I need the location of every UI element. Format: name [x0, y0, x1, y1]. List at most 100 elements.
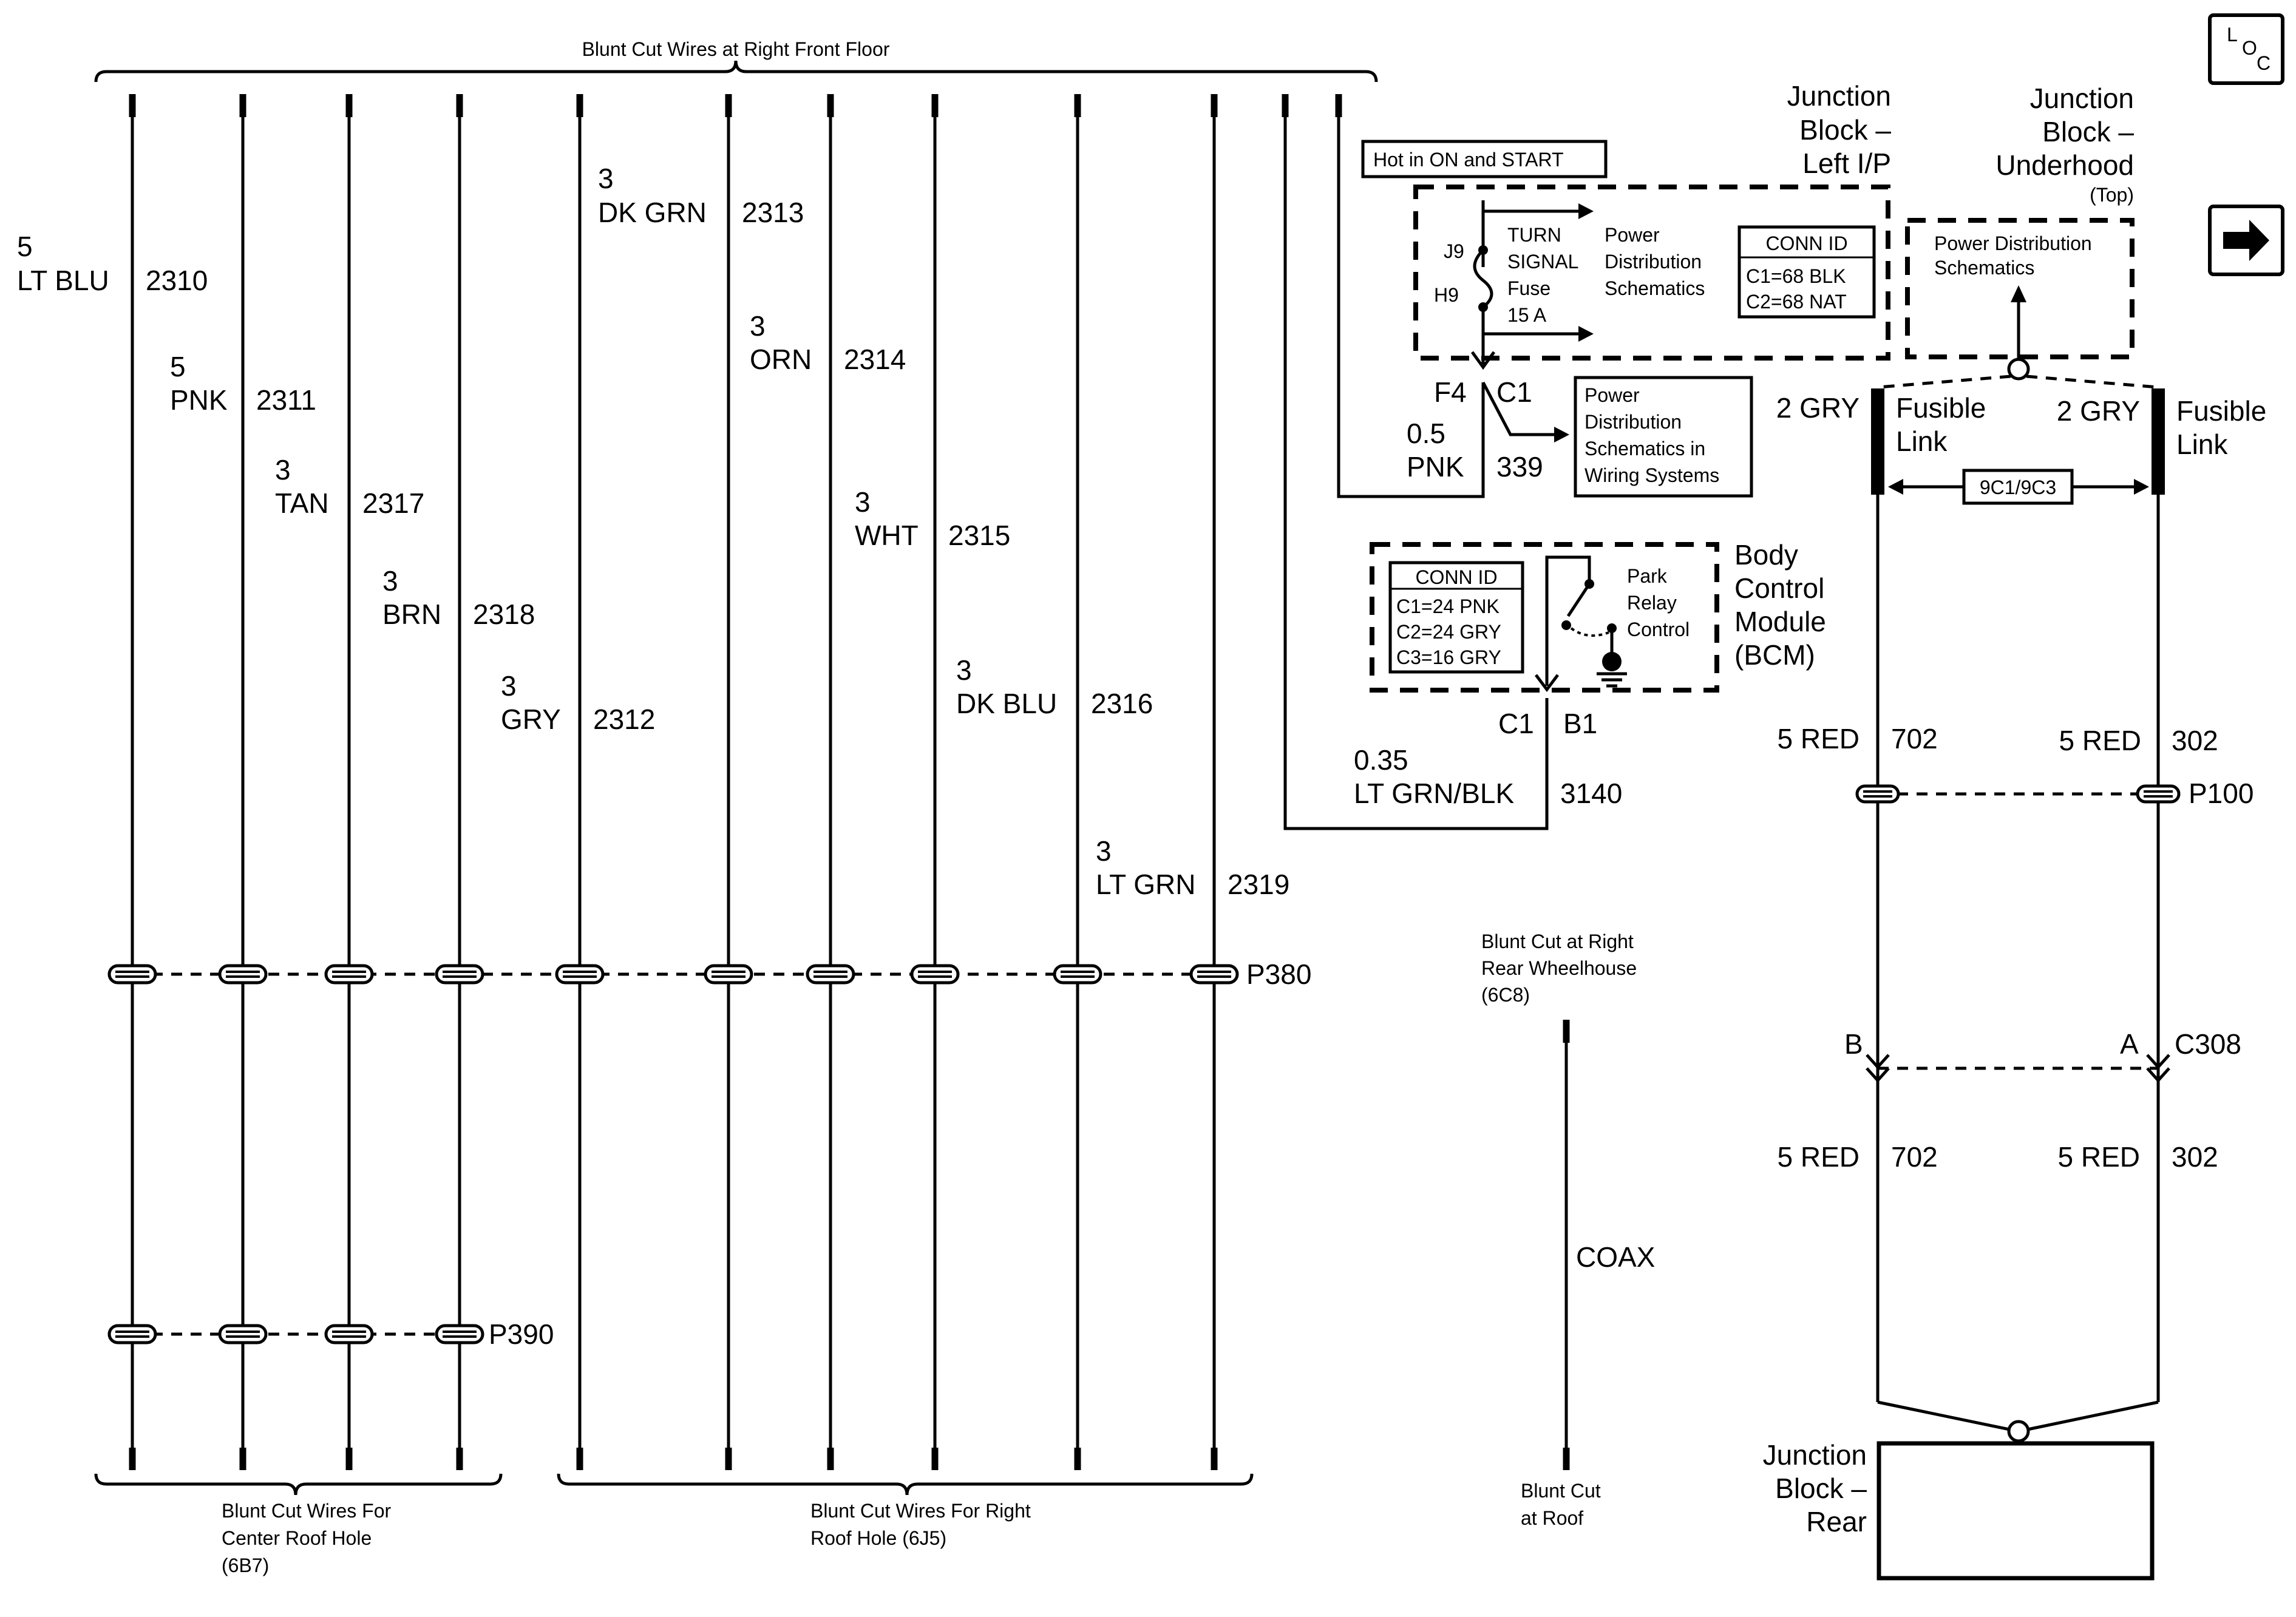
red-302-lower-wire: 5 RED: [2058, 1141, 2140, 1173]
pds-under-1: Power Distribution: [1934, 232, 2092, 254]
wire-2314-gauge: 3: [750, 310, 766, 342]
wire-3140-color: LT GRN/BLK: [1354, 778, 1514, 809]
fuse-label-2: SIGNAL: [1507, 251, 1578, 273]
wire-2312-gauge: 3: [501, 670, 517, 702]
wire-2311-color: PNK: [170, 384, 228, 416]
jb-left-dashed-box: [1413, 185, 1890, 361]
conn-id-jb-row-1: C1=68 BLK: [1746, 265, 1846, 287]
bcm-conn-row-3: C3=16 GRY: [1396, 646, 1501, 668]
wire-2315-gauge: 3: [855, 486, 871, 518]
fusible-conn: 9C1/9C3: [1980, 476, 2056, 498]
top-bracket-label: Blunt Cut Wires at Right Front Floor: [582, 38, 890, 60]
relay-label-1: Park: [1627, 565, 1668, 587]
wire-2312-circuit: 2312: [593, 703, 655, 735]
svg-text:O: O: [2242, 37, 2257, 59]
wire-lines: [131, 100, 1216, 1466]
wire-2316-gauge: 3: [956, 654, 972, 686]
jb-under-node: [2007, 358, 2030, 381]
svg-text:L: L: [2227, 24, 2238, 46]
bcm-name-4: (BCM): [1734, 639, 1815, 671]
wire-2318-circuit: 2318: [473, 598, 535, 630]
relay-label-3: Control: [1627, 619, 1690, 640]
fusible-right-label-1: Fusible: [2176, 395, 2266, 427]
f4-pin: F4: [1434, 376, 1467, 408]
fusible-right-label-2: Link: [2176, 429, 2228, 460]
jb-rear-1: Junction: [1763, 1439, 1867, 1471]
bcm-name-3: Module: [1734, 606, 1826, 637]
wire-2311-gauge: 5: [170, 351, 186, 382]
fuse-pin-j9: J9: [1444, 240, 1464, 262]
wire-2313-gauge: 3: [598, 163, 614, 194]
wire-2318-color: BRN: [382, 598, 441, 630]
bcm-conn-box: [1388, 561, 1524, 674]
p380-label: P380: [1246, 958, 1311, 990]
conn-id-jb-box: [1737, 225, 1876, 319]
c308-pin-b: B: [1844, 1028, 1863, 1060]
park-relay-switch: [1535, 555, 1627, 693]
hot-label-box: [1361, 140, 1608, 178]
p100-label: P100: [2189, 778, 2254, 809]
red-702-lower-wire: 5 RED: [1778, 1141, 1860, 1173]
wire-2317-color: TAN: [275, 487, 329, 519]
wire-2313-color: DK GRN: [598, 197, 707, 228]
next-arrow-icon[interactable]: [2208, 205, 2284, 276]
fusible-link-left: [1871, 388, 1884, 495]
top-ticks: [129, 94, 1342, 117]
c308-name: C308: [2175, 1028, 2241, 1060]
jb-under-1: Junction: [2030, 83, 2134, 114]
bcm-conn-c1: C1: [1498, 708, 1534, 739]
fusible-right-wire: 2 GRY: [2057, 395, 2140, 427]
p390-label: P390: [489, 1318, 554, 1350]
bottom-left-label-3: (6B7): [222, 1554, 269, 1576]
wire-2314-color: ORN: [750, 344, 812, 375]
jb-left-2: Block –: [1799, 114, 1891, 146]
pds-under-2: Schematics: [1934, 257, 2034, 279]
red-302-lower-circuit: 302: [2172, 1141, 2218, 1173]
red-302-upper-circuit: 302: [2172, 725, 2218, 756]
pds-label-2: Distribution: [1605, 251, 1702, 273]
red-302-upper-wire: 5 RED: [2059, 725, 2141, 756]
jb-left-1: Junction: [1787, 80, 1891, 112]
wire-2314-circuit: 2314: [844, 344, 906, 375]
bottom-ticks: [129, 1448, 1218, 1470]
wire-339-gauge: 0.5: [1407, 418, 1445, 449]
fusible-left-wire: 2 GRY: [1776, 392, 1860, 424]
red-702-upper-wire: 5 RED: [1778, 723, 1860, 754]
fuse-label-1: TURN: [1507, 224, 1561, 246]
wire-2317-circuit: 2317: [362, 487, 424, 519]
coax-top-3: (6C8): [1481, 984, 1530, 1006]
wire-2310-gauge: 5: [17, 231, 33, 262]
bottom-mid-label-1: Blunt Cut Wires For Right: [810, 1500, 1031, 1522]
fuse-symbol: [1470, 200, 1594, 370]
wire-2312-color: GRY: [501, 703, 561, 735]
pds-wiring-arrow: [1481, 381, 1557, 436]
wire-2311-circuit: 2311: [256, 384, 316, 416]
fusible-conn-box: [1962, 469, 2074, 505]
wire-2315-circuit: 2315: [948, 520, 1010, 551]
coax-bottom-2: at Roof: [1521, 1507, 1583, 1529]
bcm-conn-row-1: C1=24 PNK: [1396, 595, 1500, 617]
conn-id-jb-row-2: C2=68 NAT: [1746, 291, 1847, 313]
bcm-conn-title: CONN ID: [1415, 566, 1497, 588]
jb-under-2: Block –: [2042, 116, 2134, 147]
wire-2310-circuit: 2310: [146, 265, 208, 296]
wire-2319-gauge: 3: [1096, 835, 1112, 867]
coax-bottom-1: Blunt Cut: [1521, 1480, 1601, 1502]
fusible-left-label-1: Fusible: [1896, 392, 1986, 424]
pds-label-1: Power: [1605, 224, 1660, 246]
bottom-left-bracket: [94, 1473, 503, 1496]
jb-rear-node: [2007, 1420, 2030, 1443]
jb-rear-3: Rear: [1806, 1506, 1867, 1537]
fusible-left-label-2: Link: [1896, 425, 1948, 457]
coax-label: COAX: [1576, 1241, 1655, 1273]
bcm-pin-b1: B1: [1563, 708, 1597, 739]
loc-icon[interactable]: L O C: [2208, 13, 2284, 85]
bottom-mid-label-2: Roof Hole (6J5): [810, 1527, 946, 1549]
jb-rear-2: Block –: [1775, 1473, 1867, 1504]
c308-pin-a: A: [2120, 1028, 2139, 1060]
red-702-lower-circuit: 702: [1891, 1141, 1938, 1173]
bcm-name-1: Body: [1734, 539, 1798, 571]
c308-pins: [1866, 1054, 2170, 1083]
wire-2316-circuit: 2316: [1091, 688, 1153, 719]
